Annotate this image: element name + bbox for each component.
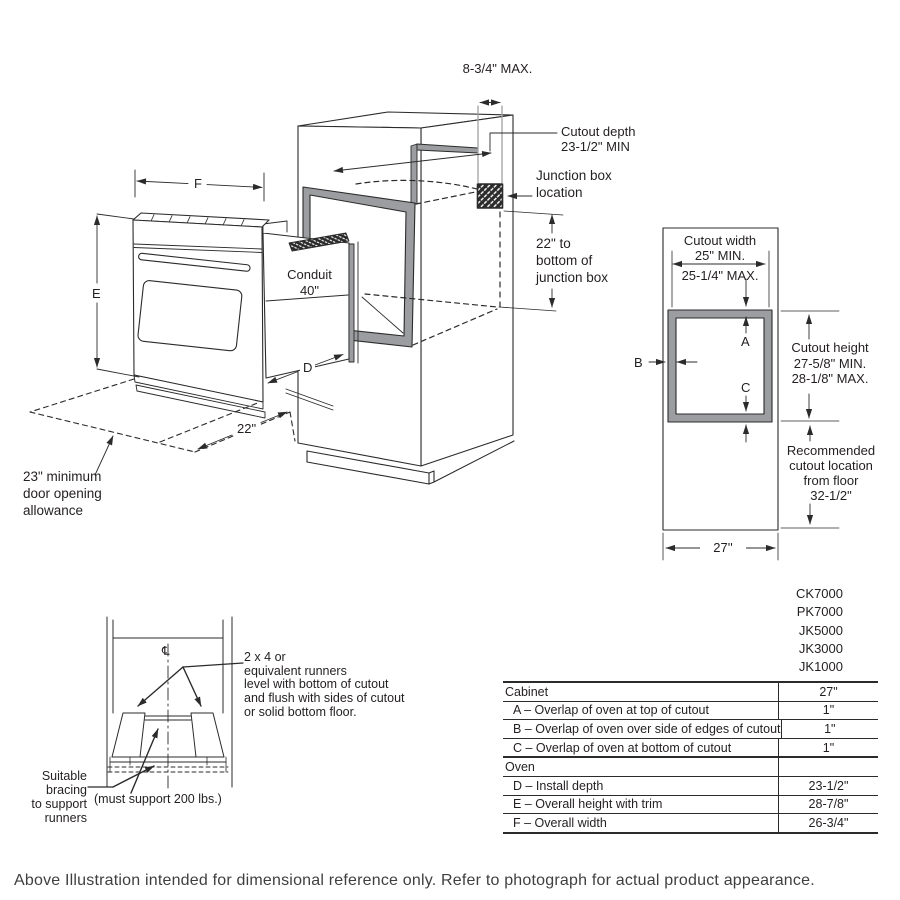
- dim-letter-c: C: [741, 380, 751, 395]
- cutout-frame-front: [667, 309, 773, 423]
- note-support-weight: (must support 200 lbs.): [94, 792, 222, 806]
- table-row: E – Overall height with trim 28-7/8": [503, 794, 878, 814]
- dim-letter-a: A: [741, 334, 750, 349]
- dim-label-cutout-depth: Cutout depth 23-1/2" MIN: [561, 124, 636, 154]
- row-label: F – Overall width: [513, 815, 607, 830]
- model-item: JK1000: [798, 659, 843, 675]
- dim-label-cutout-width: Cutout width 25" MIN.: [683, 233, 757, 263]
- dim-label-cutout-width-max: 25-1/4" MAX.: [681, 268, 759, 283]
- centerline-symbol: ℄: [162, 644, 170, 658]
- row-value: [778, 758, 878, 776]
- dim-label-22: 22": [234, 421, 260, 436]
- note-suitable-bracing: Suitable bracing to support runners: [31, 769, 87, 825]
- row-value: 28-7/8": [778, 795, 878, 814]
- row-value: 1": [778, 701, 878, 720]
- runner-diagram: [87, 616, 244, 794]
- oven-front: [132, 212, 270, 419]
- cabinet-drawing: [285, 111, 515, 485]
- model-item: PK7000: [796, 604, 843, 620]
- table-row: Oven: [503, 756, 878, 776]
- row-label: C – Overlap of oven at bottom of cutout: [513, 740, 732, 755]
- iso-dimension-arrows: [93, 99, 564, 476]
- row-label: Oven: [505, 760, 535, 775]
- dim-letter-f: F: [191, 176, 205, 191]
- oven-handle: [138, 252, 251, 272]
- dim-label-junction-box-height: 22" to bottom of junction box: [536, 236, 609, 285]
- label-junction-box-location: Junction box location: [536, 168, 612, 200]
- row-value: 1": [780, 720, 878, 738]
- row-label: Cabinet: [505, 684, 549, 699]
- runner-left: [111, 712, 146, 758]
- row-label: E – Overall height with trim: [513, 797, 663, 812]
- row-value: 23-1/2": [778, 776, 878, 795]
- table-row: A – Overlap of oven at top of cutout 1": [503, 700, 878, 720]
- cavity-dashed-lines: [355, 179, 501, 346]
- row-label: D – Install depth: [513, 778, 604, 793]
- table-row: Cabinet 27": [503, 683, 878, 701]
- dim-label-cutout-floor-location: Recommended cutout location from floor 3…: [786, 443, 876, 503]
- dim-letter-e: E: [89, 286, 104, 301]
- table-row: C – Overlap of oven at bottom of cutout …: [503, 737, 878, 757]
- row-label: B – Overlap of oven over side of edges o…: [513, 721, 781, 736]
- dim-label-27: 27'': [700, 540, 746, 555]
- runner-right: [190, 712, 225, 758]
- door-swing-dashed: [29, 378, 296, 453]
- model-item: CK7000: [796, 586, 843, 601]
- dim-label-cabinet-top-width: 8-3/4" MAX.: [462, 61, 533, 76]
- disclaimer-text: Above Illustration intended for dimensio…: [14, 872, 815, 889]
- table-row: F – Overall width 26-3/4": [503, 813, 878, 832]
- row-value: 27": [778, 683, 878, 701]
- table-row: D – Install depth 23-1/2": [503, 775, 878, 795]
- row-value: 26-3/4": [778, 814, 878, 832]
- note-runners: 2 x 4 or equivalent runners level with b…: [244, 650, 405, 719]
- table-row: B – Overlap of oven over side of edges o…: [503, 719, 878, 738]
- model-list: CK7000 PK7000 JK5000 JK3000 JK1000: [750, 585, 843, 676]
- spec-table: Cabinet 27" A – Overlap of oven at top o…: [503, 681, 878, 834]
- dim-letter-d: D: [300, 360, 316, 375]
- junction-box-icon: [476, 183, 504, 209]
- oven-window: [137, 280, 243, 352]
- front-view-panel: [662, 227, 779, 531]
- row-label: A – Overlap of oven at top of cutout: [513, 703, 709, 718]
- dim-label-cutout-height: Cutout height 27-5/8" MIN. 28-1/8" MAX.: [791, 340, 869, 386]
- model-item: JK5000: [798, 622, 843, 638]
- oven-body: [262, 220, 404, 379]
- label-conduit: Conduit 40": [287, 267, 332, 298]
- model-item: JK3000: [798, 640, 843, 656]
- row-value: 1": [778, 738, 878, 757]
- label-door-opening-allowance: 23" minimum door opening allowance: [23, 469, 102, 518]
- conduit-tube-icon: [288, 232, 350, 252]
- dim-letter-b: B: [634, 355, 643, 370]
